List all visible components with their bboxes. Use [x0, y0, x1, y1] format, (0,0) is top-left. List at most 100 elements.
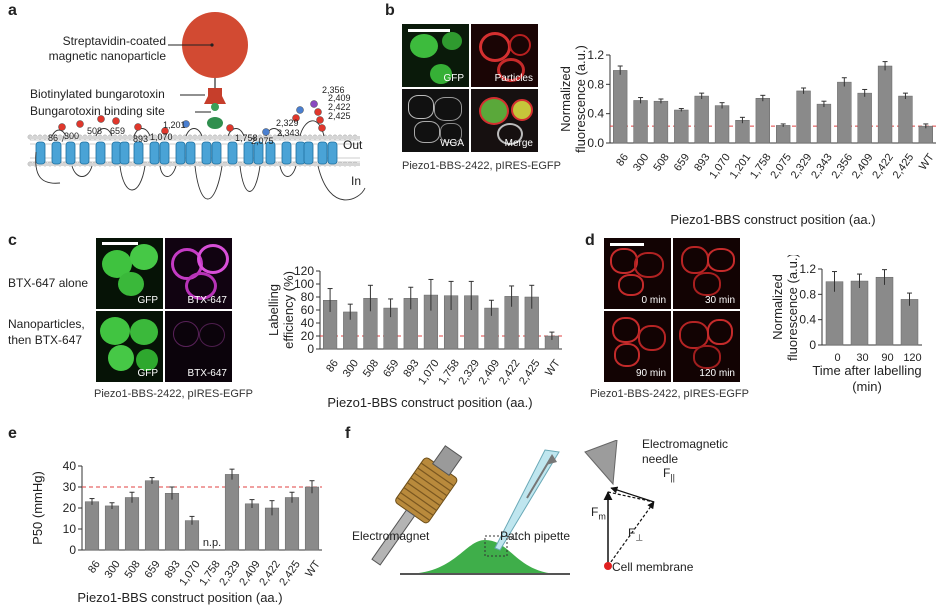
bar [224, 474, 240, 551]
micrograph-gfp-c2: GFP [96, 311, 163, 382]
x-tick-label: 86 [614, 152, 631, 169]
x-tick-label: 1,201 [728, 152, 754, 181]
micro-label: GFP [137, 368, 158, 379]
y-tick-label: 0.4 [799, 313, 816, 327]
position-label: 2,329 [276, 118, 299, 128]
x-tick-label: 1,758 [748, 152, 774, 181]
x-tick-label: 1,070 [416, 358, 442, 387]
y-axis-label: fluorescence (a.u.) [785, 255, 800, 361]
x-tick-label: 2,409 [237, 559, 263, 588]
row-label-nanoparticles: Nanoparticles, then BTX-647 [8, 317, 85, 347]
transmembrane-helix [317, 141, 328, 165]
y-axis-label: Normalized [558, 66, 573, 132]
caption-b: Piezo1-BBS-2422, pIRES-EGFP [402, 160, 561, 172]
row-label-btx-alone: BTX-647 alone [8, 276, 89, 290]
not-performed-annotation: n.p. [203, 537, 221, 549]
bar [755, 98, 770, 144]
bar [284, 497, 300, 551]
bar [875, 276, 894, 346]
bar [674, 109, 689, 144]
x-tick-label: 1,758 [197, 559, 223, 588]
micro-label: Particles [494, 73, 533, 84]
position-label: 893 [133, 134, 149, 144]
x-tick-label: 2,425 [891, 152, 917, 181]
binding-site-marker [112, 117, 120, 125]
bar [613, 70, 628, 144]
position-label: 2,356 [322, 85, 345, 95]
x-tick-label: WT [303, 558, 323, 579]
x-tick-label: 86 [324, 358, 341, 375]
x-tick-label: 508 [651, 152, 671, 174]
micro-label: 120 min [699, 368, 735, 379]
micrograph-gfp-b: GFP [402, 24, 469, 87]
binding-site-marker [161, 127, 169, 135]
position-label: 659 [110, 126, 126, 136]
x-tick-label: 300 [103, 559, 123, 581]
y-axis-label: Labelling [266, 284, 281, 336]
binding-site-marker [314, 108, 322, 116]
x-tick-label: 2,075 [768, 152, 794, 181]
bar [796, 90, 811, 144]
bar [857, 92, 872, 144]
force-perpendicular-label: F⊥ [628, 526, 643, 543]
x-tick-label: 2,409 [477, 358, 503, 387]
x-tick-label: 86 [86, 559, 103, 576]
x-tick-label: WT [917, 151, 937, 172]
force-symbol: F [591, 505, 599, 519]
bar [735, 120, 750, 144]
transmembrane-helix [281, 141, 292, 165]
transmembrane-helix [119, 141, 130, 165]
panel-label-e: e [8, 425, 17, 442]
x-tick-label: 1,070 [177, 559, 203, 588]
panel-label-a: a [8, 2, 17, 19]
micro-label: WGA [440, 138, 464, 149]
bar [144, 480, 160, 551]
transmembrane-helix [95, 141, 106, 165]
position-label: 86 [48, 133, 59, 143]
force-magnetic-label: Fm [591, 505, 606, 521]
y-tick-label: 1.2 [587, 48, 604, 62]
transmembrane-helix [227, 141, 238, 165]
x-axis-label: Time after labelling [812, 363, 921, 378]
position-label: 2,343 [277, 128, 300, 138]
bar [184, 520, 200, 551]
binding-site-marker [226, 124, 234, 132]
y-axis-label: efficiency (%) [281, 271, 296, 349]
x-tick-label: 508 [123, 559, 143, 581]
cell-membrane-label: Cell membrane [612, 560, 694, 574]
micrograph-btx-c1: BTX-647 [165, 238, 232, 309]
panel-label-b: b [385, 2, 395, 19]
micrograph-wga: WGA [402, 89, 469, 152]
binding-site-marker [296, 106, 304, 114]
transmembrane-helix [159, 141, 170, 165]
bar [694, 95, 709, 144]
micro-label: Merge [504, 138, 533, 149]
x-tick-label: 2,425 [277, 559, 303, 588]
x-tick-label: 2,356 [830, 152, 856, 181]
x-tick-label: 2,422 [870, 152, 896, 181]
transmembrane-helix [65, 141, 76, 165]
x-tick-label: 1,758 [436, 358, 462, 387]
x-tick-label: 90 [881, 352, 893, 364]
y-tick-label: 0.0 [587, 136, 604, 150]
micro-label: 30 min [704, 295, 735, 306]
bar [653, 100, 669, 144]
y-tick-label: 0 [307, 342, 314, 356]
x-tick-label: 2,422 [497, 358, 523, 387]
x-axis-label: Piezo1-BBS construct position (aa.) [77, 590, 282, 605]
btx-label: Biotinylated bungarotoxin [30, 87, 165, 101]
force-subscript: ⊥ [635, 532, 644, 543]
position-label: 2,409 [328, 93, 351, 103]
transmembrane-helix [211, 141, 222, 165]
bar [714, 105, 730, 144]
micro-label: GFP [443, 73, 464, 84]
x-tick-label: 300 [341, 358, 361, 380]
bar [304, 486, 320, 551]
x-tick-label: 508 [361, 358, 381, 380]
transmembrane-helix [327, 141, 338, 165]
bar [164, 493, 180, 551]
binding-site-marker [292, 114, 300, 122]
micrograph-120min: 120 min [673, 311, 740, 382]
